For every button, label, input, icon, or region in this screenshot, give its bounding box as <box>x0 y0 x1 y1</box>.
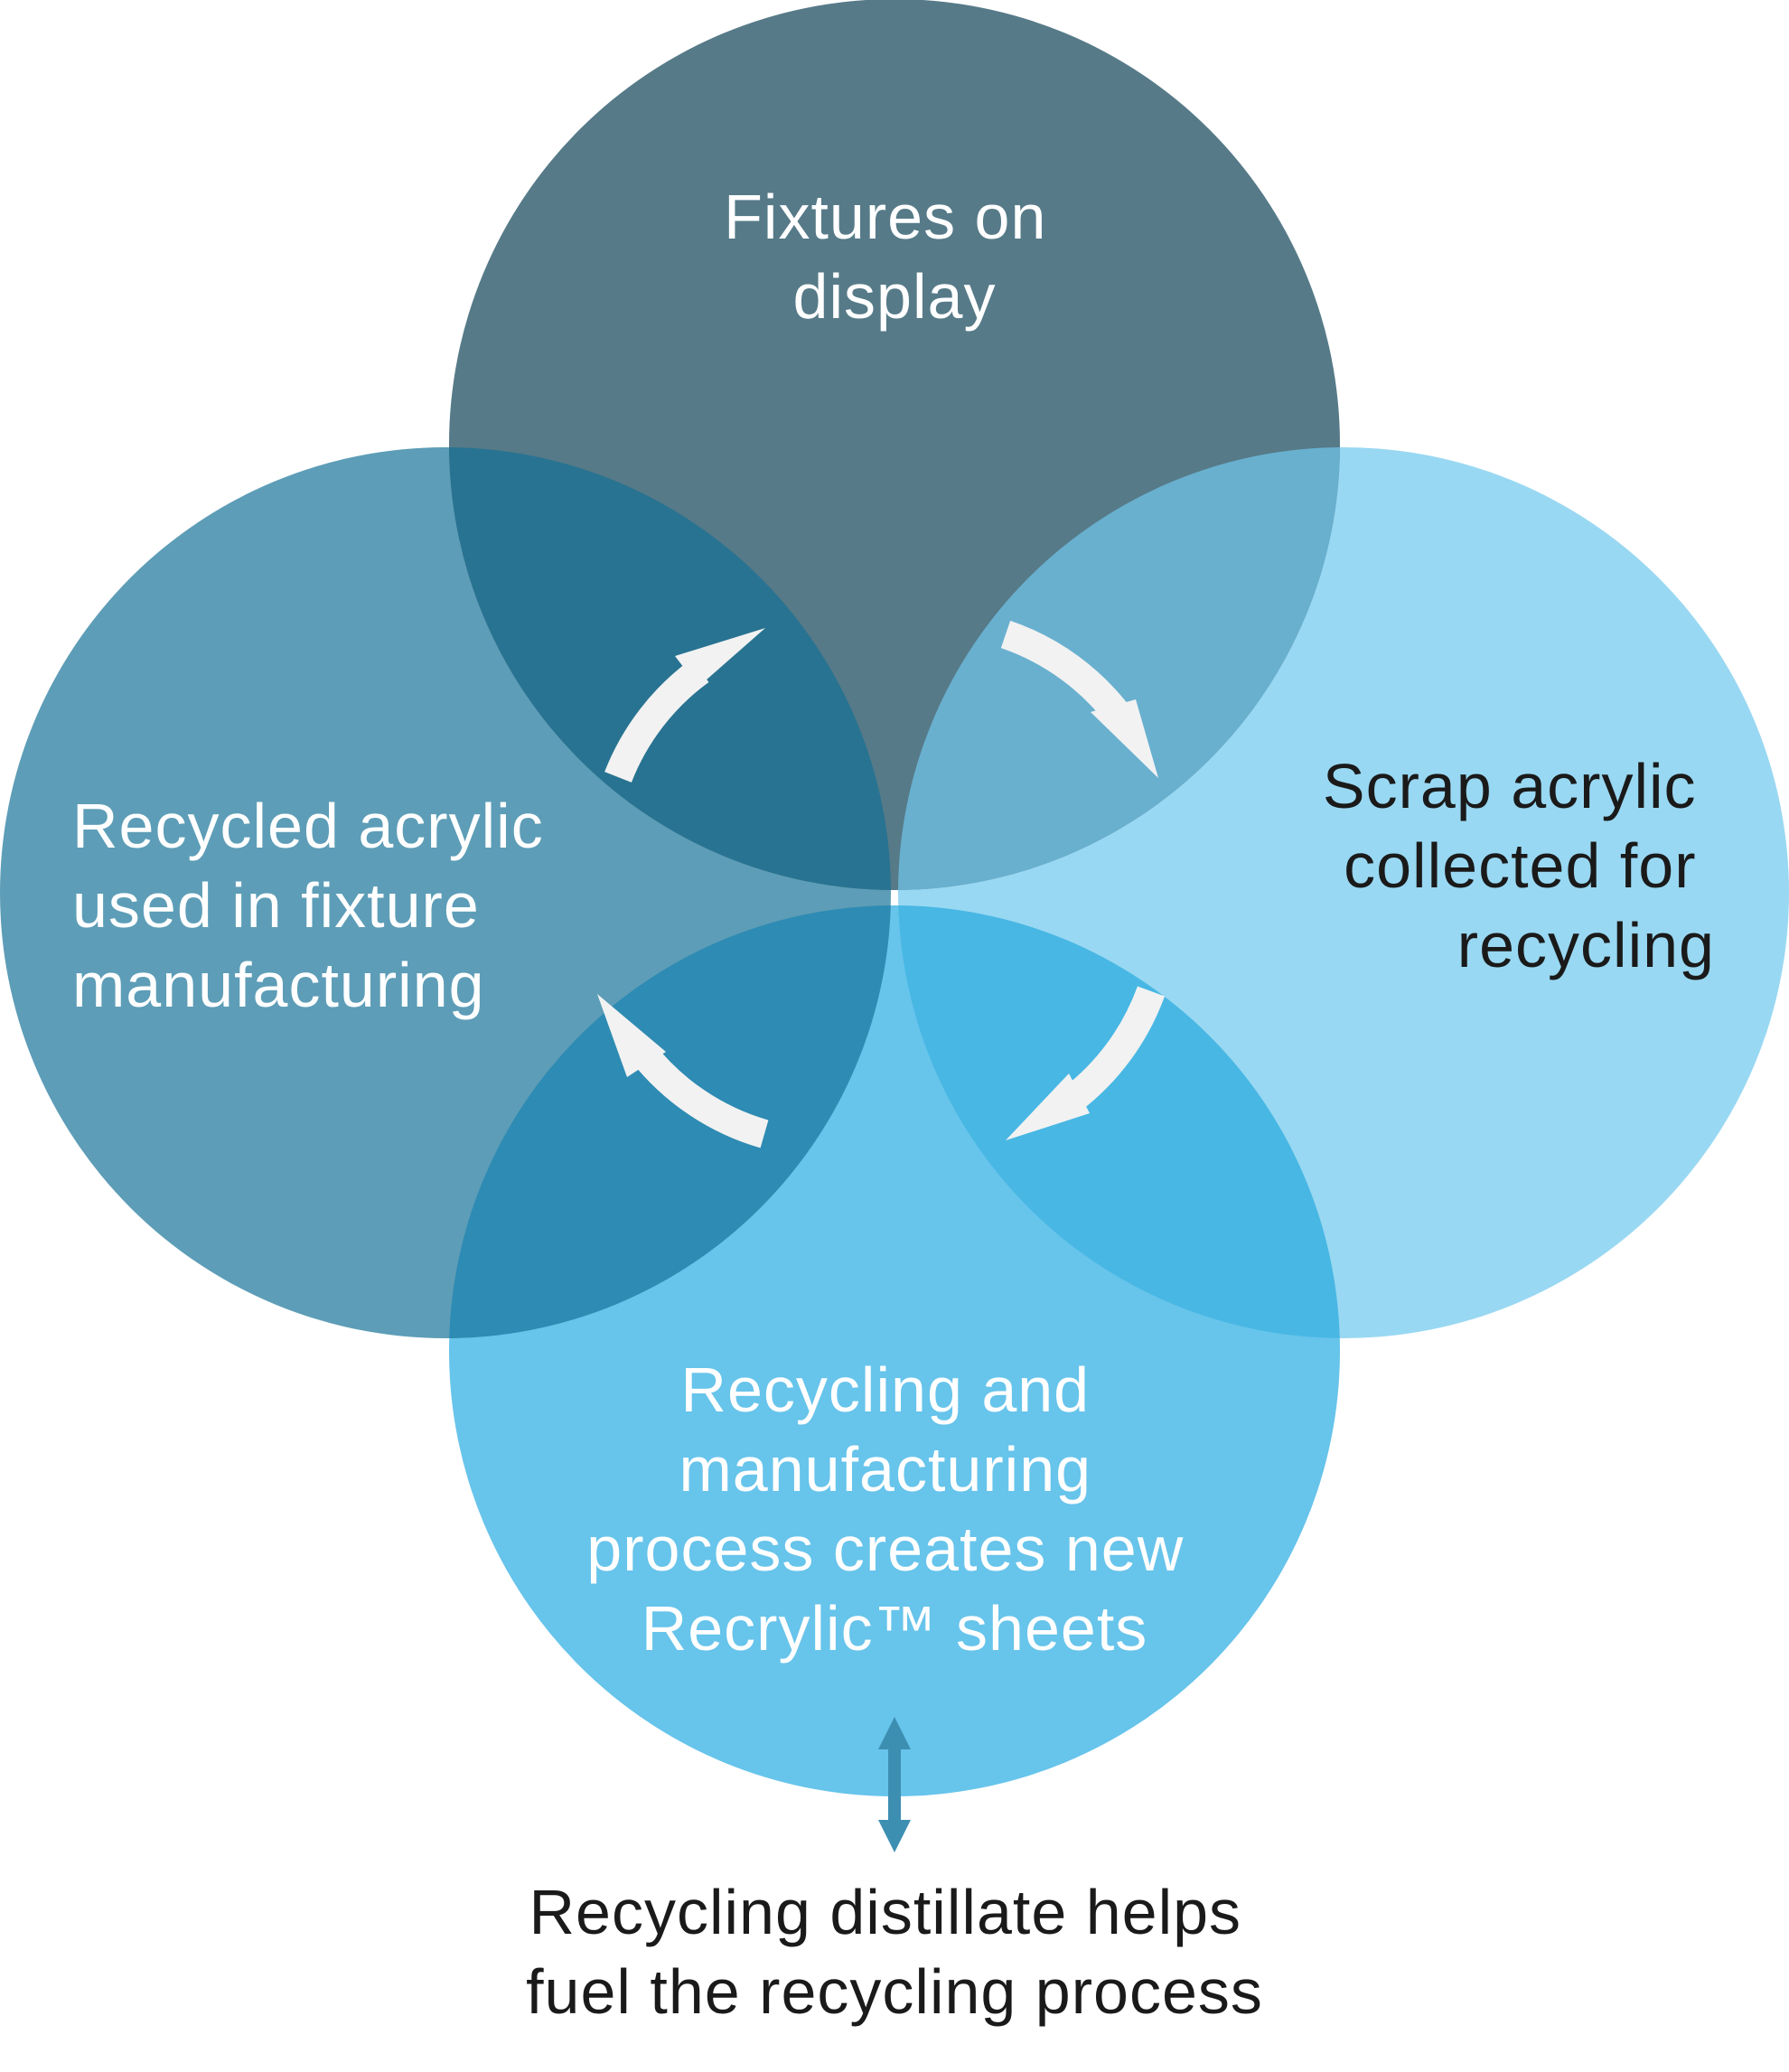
arrow-right-to-bottom <box>1006 986 1166 1140</box>
overlap-top-right-region <box>898 447 1340 890</box>
left-node-label: Recycled acrylic used in fixture manufac… <box>72 791 562 1020</box>
cycle-arrows-group <box>597 620 1166 1149</box>
bottom-node-label: Recycling and manufacturing process crea… <box>586 1355 1202 1664</box>
double-headed-arrow-connector <box>878 1717 911 1852</box>
arrow-top-to-right <box>1000 620 1158 778</box>
arrow-bottom-to-left <box>597 994 769 1149</box>
overlap-bottom-right-region <box>898 905 1340 1338</box>
overlap-top-left-region <box>449 447 891 890</box>
arrow-left-to-top <box>604 628 765 783</box>
right-node-label: Scrap acrylic collected for recycling <box>1323 751 1715 980</box>
top-node-label: Fixtures on display <box>724 182 1065 332</box>
overlap-bottom-left-region <box>449 905 891 1338</box>
footnote-label: Recycling distillate helps fuel the recy… <box>526 1877 1263 2027</box>
